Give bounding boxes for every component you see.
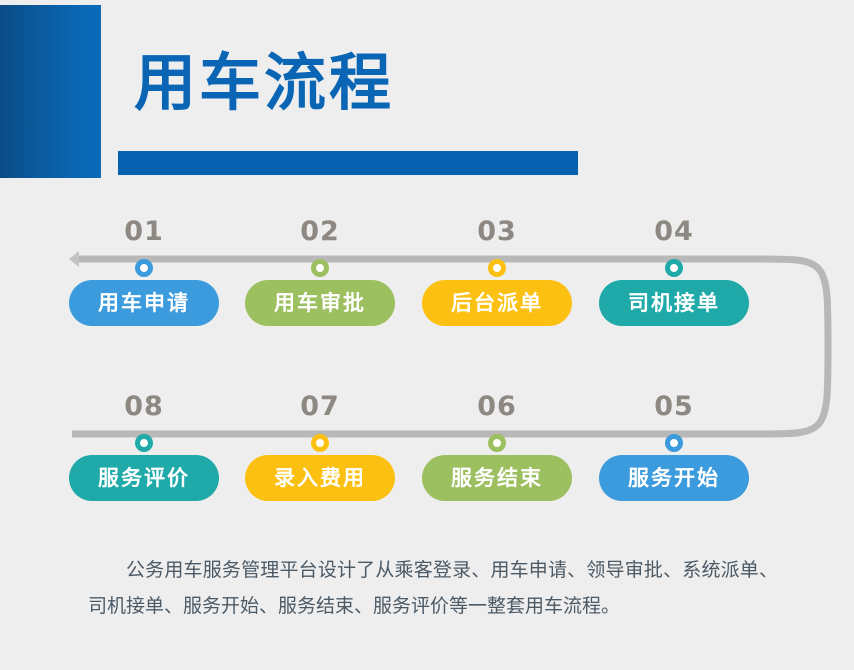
step-pill-05[interactable]: 服务开始 <box>599 455 749 501</box>
step-number-05: 05 <box>654 391 694 422</box>
step-pill-07[interactable]: 录入费用 <box>245 455 395 501</box>
process-flow-diagram: 01 用车申请 02 用车审批 03 后台派单 04 司机接单 08 服务评价 … <box>0 190 854 520</box>
step-pill-06[interactable]: 服务结束 <box>422 455 572 501</box>
step-number-06: 06 <box>477 391 517 422</box>
step-number-07: 07 <box>300 391 340 422</box>
step-pill-02[interactable]: 用车审批 <box>245 280 395 326</box>
step-pill-03[interactable]: 后台派单 <box>422 280 572 326</box>
step-pill-01[interactable]: 用车申请 <box>69 280 219 326</box>
step-dot-05 <box>665 434 683 452</box>
header-accent-block <box>0 5 101 178</box>
step-dot-08 <box>135 434 153 452</box>
step-number-03: 03 <box>477 216 517 247</box>
step-dot-04 <box>665 259 683 277</box>
page-header: 用车流程 <box>0 0 854 190</box>
step-dot-01 <box>135 259 153 277</box>
step-number-02: 02 <box>300 216 340 247</box>
step-number-01: 01 <box>124 216 164 247</box>
step-number-04: 04 <box>654 216 694 247</box>
track-arrow-icon <box>69 251 79 267</box>
step-pill-08[interactable]: 服务评价 <box>69 455 219 501</box>
step-number-08: 08 <box>124 391 164 422</box>
step-dot-02 <box>311 259 329 277</box>
step-dot-06 <box>488 434 506 452</box>
step-dot-07 <box>311 434 329 452</box>
step-pill-04[interactable]: 司机接单 <box>599 280 749 326</box>
title-underbar <box>118 151 578 175</box>
step-dot-03 <box>488 259 506 277</box>
track-curve-right <box>759 255 832 438</box>
flow-connector-track <box>69 251 832 438</box>
description-paragraph: 公务用车服务管理平台设计了从乘客登录、用车申请、领导审批、系统派单、司机接单、服… <box>88 559 778 617</box>
page-title: 用车流程 <box>134 46 395 119</box>
